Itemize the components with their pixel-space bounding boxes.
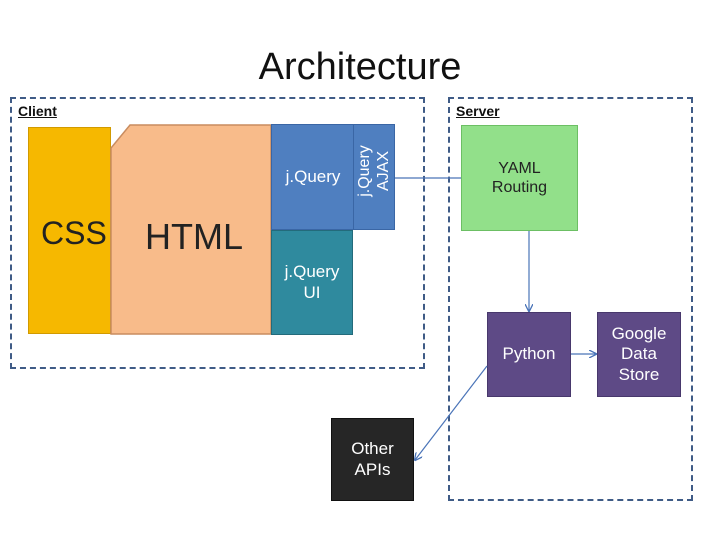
jquery-ui-label: j.Query UI	[284, 262, 340, 302]
css-label: CSS	[41, 215, 107, 251]
client-region	[10, 97, 425, 369]
jquery-block: j.Query	[271, 124, 355, 230]
jquery-label: j.Query	[285, 166, 341, 186]
google-data-store-block: Google Data Store	[597, 312, 681, 397]
other-apis-label: Other APIs	[351, 439, 394, 479]
server-region	[448, 97, 693, 501]
google-data-store-label: Google Data Store	[611, 323, 667, 384]
jquery-ajax-block	[353, 124, 395, 230]
yaml-routing-block: YAML Routing	[461, 125, 578, 231]
server-label: Server	[456, 103, 500, 119]
other-apis-block: Other APIs	[331, 418, 414, 501]
yaml-routing-label: YAML Routing	[491, 159, 548, 196]
connector-python-to-other-apis	[415, 365, 488, 460]
jquery-ui-block: j.Query UI	[271, 230, 353, 335]
html-block	[110, 124, 272, 335]
python-label: Python	[502, 344, 556, 364]
python-block: Python	[487, 312, 571, 397]
page-title: Architecture	[258, 46, 462, 88]
client-label: Client	[18, 103, 57, 119]
html-label: HTML	[145, 216, 243, 257]
